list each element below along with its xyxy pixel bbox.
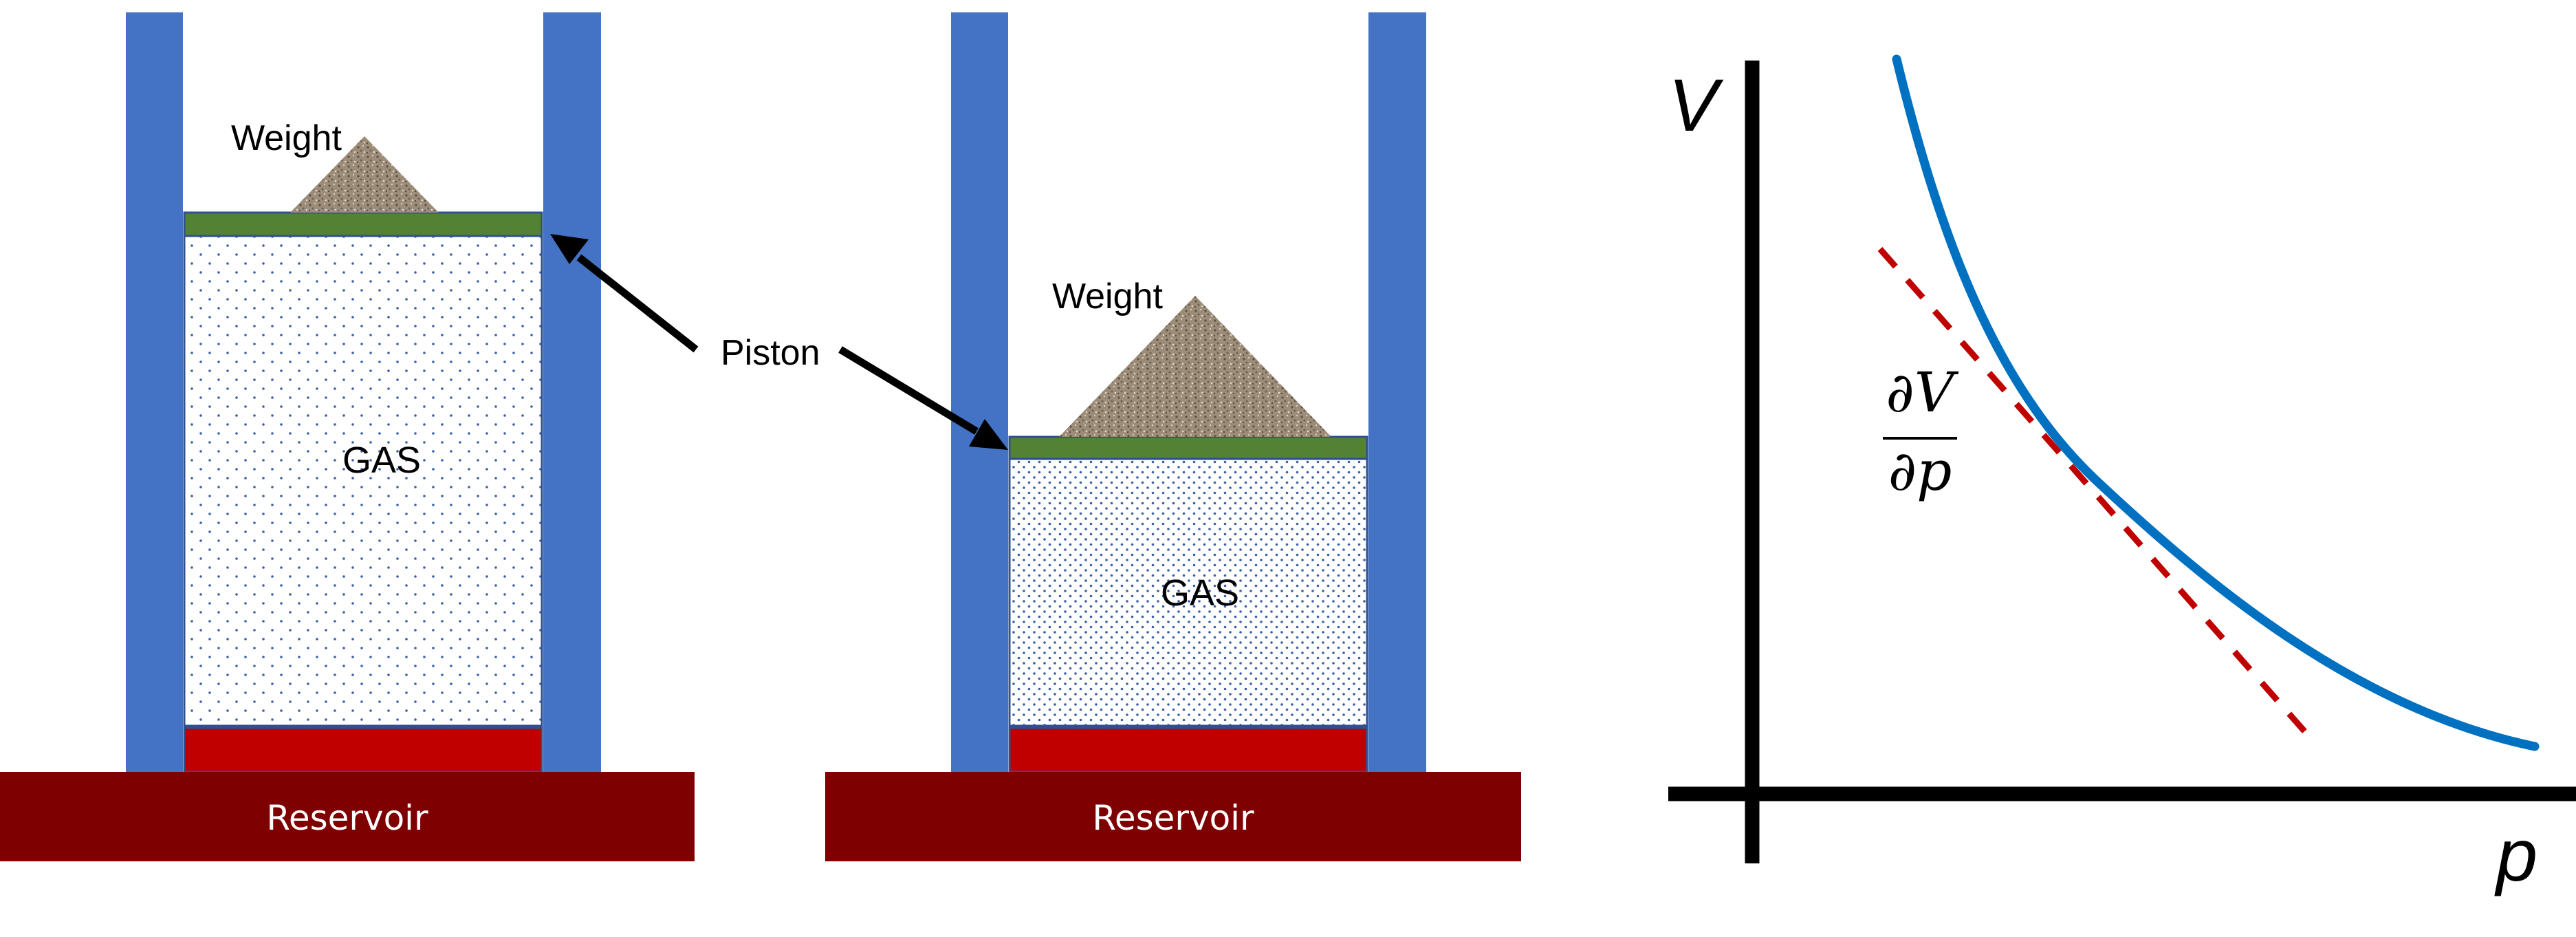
piston-arrow-left-shaft — [576, 254, 699, 353]
right-reservoir-label: Reservoir — [1092, 798, 1254, 838]
isotherm-curve — [1892, 54, 2540, 751]
right-cylinder-wall-right — [1368, 12, 1426, 774]
right-reservoir — [825, 772, 1521, 861]
left-piston — [183, 211, 543, 237]
left-heater — [183, 726, 543, 773]
left-reservoir-label: Reservoir — [266, 798, 428, 838]
piston-arrow-left-head-icon — [550, 234, 589, 264]
right-cylinder: Weight GAS Reservoir — [825, 12, 1521, 861]
left-gas-label: GAS — [342, 440, 421, 481]
right-weight-icon — [1059, 296, 1331, 437]
right-weight-label: Weight — [1052, 277, 1163, 316]
plot-xlabel: p — [2494, 813, 2537, 896]
left-reservoir — [0, 772, 695, 861]
right-cylinder-wall-left — [951, 12, 1008, 774]
right-gas-chamber — [1008, 457, 1368, 727]
right-piston — [1008, 435, 1368, 460]
left-cylinder: Weight GAS Reservoir — [0, 12, 695, 861]
piston-arrow-right-shaft — [838, 346, 979, 435]
pv-plot: V p ∂V ∂p — [1668, 54, 2576, 896]
left-weight-label: Weight — [231, 118, 342, 158]
derivative-denominator: ∂p — [1888, 439, 1952, 503]
piston-arrow-right-head-icon — [969, 419, 1008, 450]
left-cylinder-wall-right — [543, 12, 601, 774]
piston-annotation: Piston — [550, 234, 1008, 450]
plot-ylabel: V — [1668, 63, 1724, 147]
derivative-numerator: ∂V — [1886, 360, 1958, 424]
right-gas-label: GAS — [1161, 572, 1239, 614]
piston-label: Piston — [721, 333, 820, 373]
left-gas-chamber — [183, 235, 543, 727]
tangent-line — [1877, 247, 2319, 746]
left-cylinder-wall-left — [126, 12, 183, 774]
left-weight-icon — [290, 136, 439, 213]
right-heater — [1008, 726, 1368, 773]
